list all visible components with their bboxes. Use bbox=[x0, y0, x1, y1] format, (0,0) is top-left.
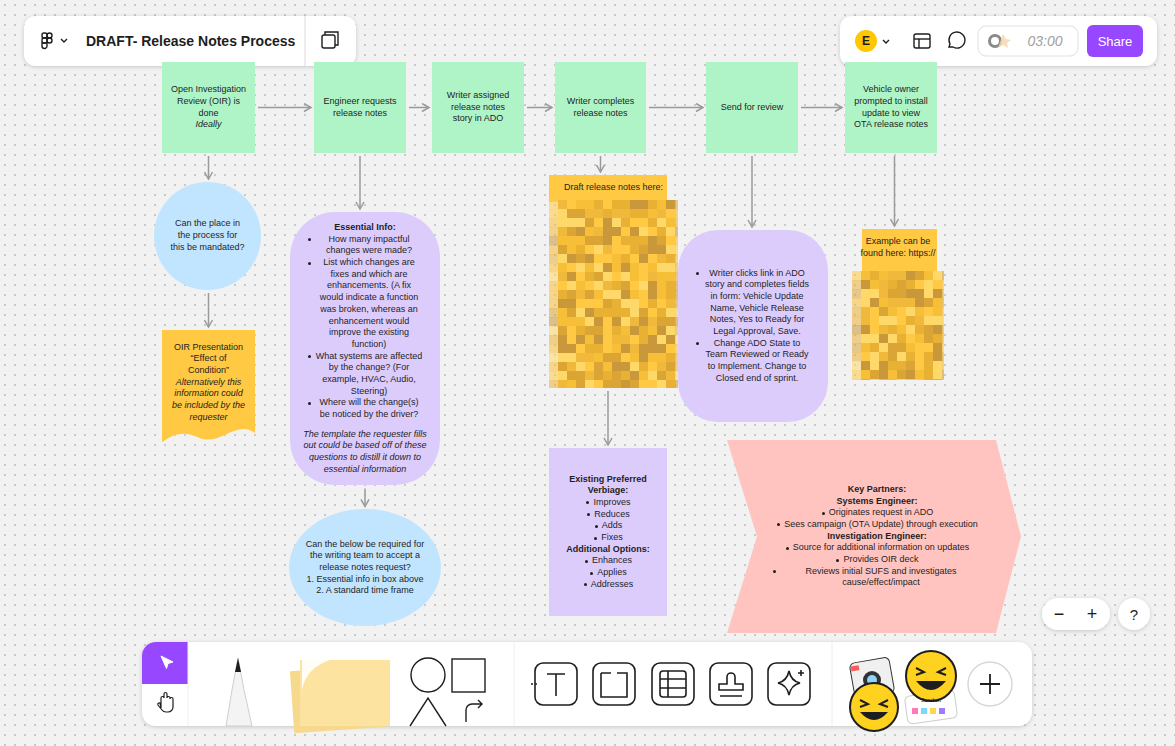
node-text: Addresses bbox=[583, 579, 634, 591]
node-text: Provides OIR deck bbox=[835, 554, 918, 566]
node-heading: Send for review bbox=[714, 102, 790, 114]
flow-arrow bbox=[751, 156, 753, 227]
node-heading: Can the below be required for the writin… bbox=[305, 539, 425, 574]
node-heading: Existing Preferred Verbiage: bbox=[561, 474, 655, 497]
example-sticky: Example can be found here: https:// bbox=[852, 229, 944, 380]
node-heading: Vehicle owner prompted to install update… bbox=[853, 84, 929, 131]
share-button-label: Share bbox=[1098, 34, 1133, 49]
process-box: Writer completes release notes bbox=[555, 62, 646, 153]
node-text: Where will the change(s) be noticed by t… bbox=[307, 397, 423, 420]
board-title: DRAFT- Release Notes Process bbox=[86, 33, 295, 49]
node-heading: Open Investigation Review (OIR) is done bbox=[170, 84, 247, 119]
node-text: 2. A standard time frame bbox=[305, 585, 425, 597]
node-heading: Essential Info: bbox=[302, 222, 428, 234]
node-text: Originates request in ADO bbox=[821, 507, 934, 519]
flow-arrow bbox=[208, 293, 210, 327]
zoom-in-button: + bbox=[1087, 604, 1098, 625]
flow-arrow bbox=[359, 156, 361, 209]
node-text: Sees campaign (OTA Update) through execu… bbox=[776, 519, 977, 531]
verbiage-box: Existing Preferred Verbiage:ImprovesRedu… bbox=[549, 448, 667, 616]
flow-arrow bbox=[801, 107, 842, 109]
flow-arrow bbox=[258, 107, 311, 109]
node-text: Investigation Engineer: bbox=[767, 531, 987, 543]
flow-arrow bbox=[409, 107, 429, 109]
node-heading: Draft release notes here: bbox=[557, 182, 670, 194]
node-heading: Engineer requests release notes bbox=[322, 96, 398, 119]
flow-arrow bbox=[208, 156, 210, 179]
user-avatar-initial: E bbox=[862, 34, 870, 48]
node-text: List which changes are fixes and which a… bbox=[307, 257, 423, 351]
note-sticky: OIR Presentation “Effect of Condition”Al… bbox=[162, 330, 255, 447]
node-heading: Writer clicks link in ADO story and comp… bbox=[695, 268, 811, 338]
node-text: Applies bbox=[589, 567, 627, 579]
node-text: Improves bbox=[585, 497, 630, 509]
node-text: Reduces bbox=[586, 509, 630, 521]
process-box: Engineer requests release notes bbox=[314, 62, 406, 153]
question-circle: Can the below be required for the writin… bbox=[289, 509, 441, 626]
flow-arrow bbox=[364, 488, 366, 506]
node-outline bbox=[549, 175, 678, 388]
flow-arrow bbox=[894, 156, 896, 226]
node-text: Source for additional information on upd… bbox=[785, 542, 970, 554]
flow-arrow bbox=[607, 391, 609, 445]
process-box: Open Investigation Review (OIR) is doneI… bbox=[162, 62, 255, 153]
process-box: Vehicle owner prompted to install update… bbox=[845, 62, 937, 153]
node-heading: OIR Presentation “Effect of Condition” bbox=[170, 342, 247, 377]
node-heading: Example can be found here: https:// bbox=[860, 236, 936, 259]
node-text: What systems are affected by the change?… bbox=[307, 351, 423, 398]
draft-sticky: Draft release notes here: bbox=[549, 175, 678, 388]
node-text: How many impactful changes were made? bbox=[307, 234, 423, 257]
process-box: Writer assigned release notes story in A… bbox=[432, 62, 524, 153]
flow-arrow bbox=[600, 156, 602, 172]
zoom-out-button: − bbox=[1054, 604, 1065, 625]
node-heading: Can the place in the process for this be… bbox=[170, 218, 245, 253]
sticker-label: Jambot bbox=[921, 697, 941, 703]
timer-readout: 03:00 bbox=[1027, 33, 1062, 49]
node-text: Ideally bbox=[170, 119, 247, 131]
node-text: 1. Essential info in box above bbox=[305, 574, 425, 586]
node-text: Additional Options: bbox=[561, 544, 655, 556]
question-circle: Can the place in the process for this be… bbox=[154, 182, 261, 290]
instruction-box: Writer clicks link in ADO story and comp… bbox=[678, 230, 828, 422]
node-text: Fixes bbox=[593, 532, 623, 544]
help-button: ? bbox=[1130, 606, 1138, 623]
info-box: Essential Info:How many impactful change… bbox=[290, 212, 440, 485]
node-text: Adds bbox=[594, 520, 623, 532]
node-text: Systems Engineer: bbox=[767, 496, 987, 508]
node-heading: Key Partners: bbox=[767, 484, 987, 496]
node-text: Reviews initial SUFS and investigates ca… bbox=[772, 566, 982, 589]
flow-arrow bbox=[527, 107, 552, 109]
node-heading: Writer completes release notes bbox=[563, 96, 638, 119]
node-heading: Writer assigned release notes story in A… bbox=[440, 90, 516, 125]
flow-arrow bbox=[649, 107, 703, 109]
node-text: The template the requester fills out cou… bbox=[302, 429, 428, 476]
node-text: Alternatively this information could be … bbox=[170, 377, 247, 424]
node-text: Enhances bbox=[584, 555, 632, 567]
process-box: Send for review bbox=[706, 62, 798, 153]
node-text: Change ADO State to Team Reviewed or Rea… bbox=[695, 338, 811, 385]
partners-chevron: Key Partners:Systems Engineer:Originates… bbox=[727, 440, 1021, 633]
